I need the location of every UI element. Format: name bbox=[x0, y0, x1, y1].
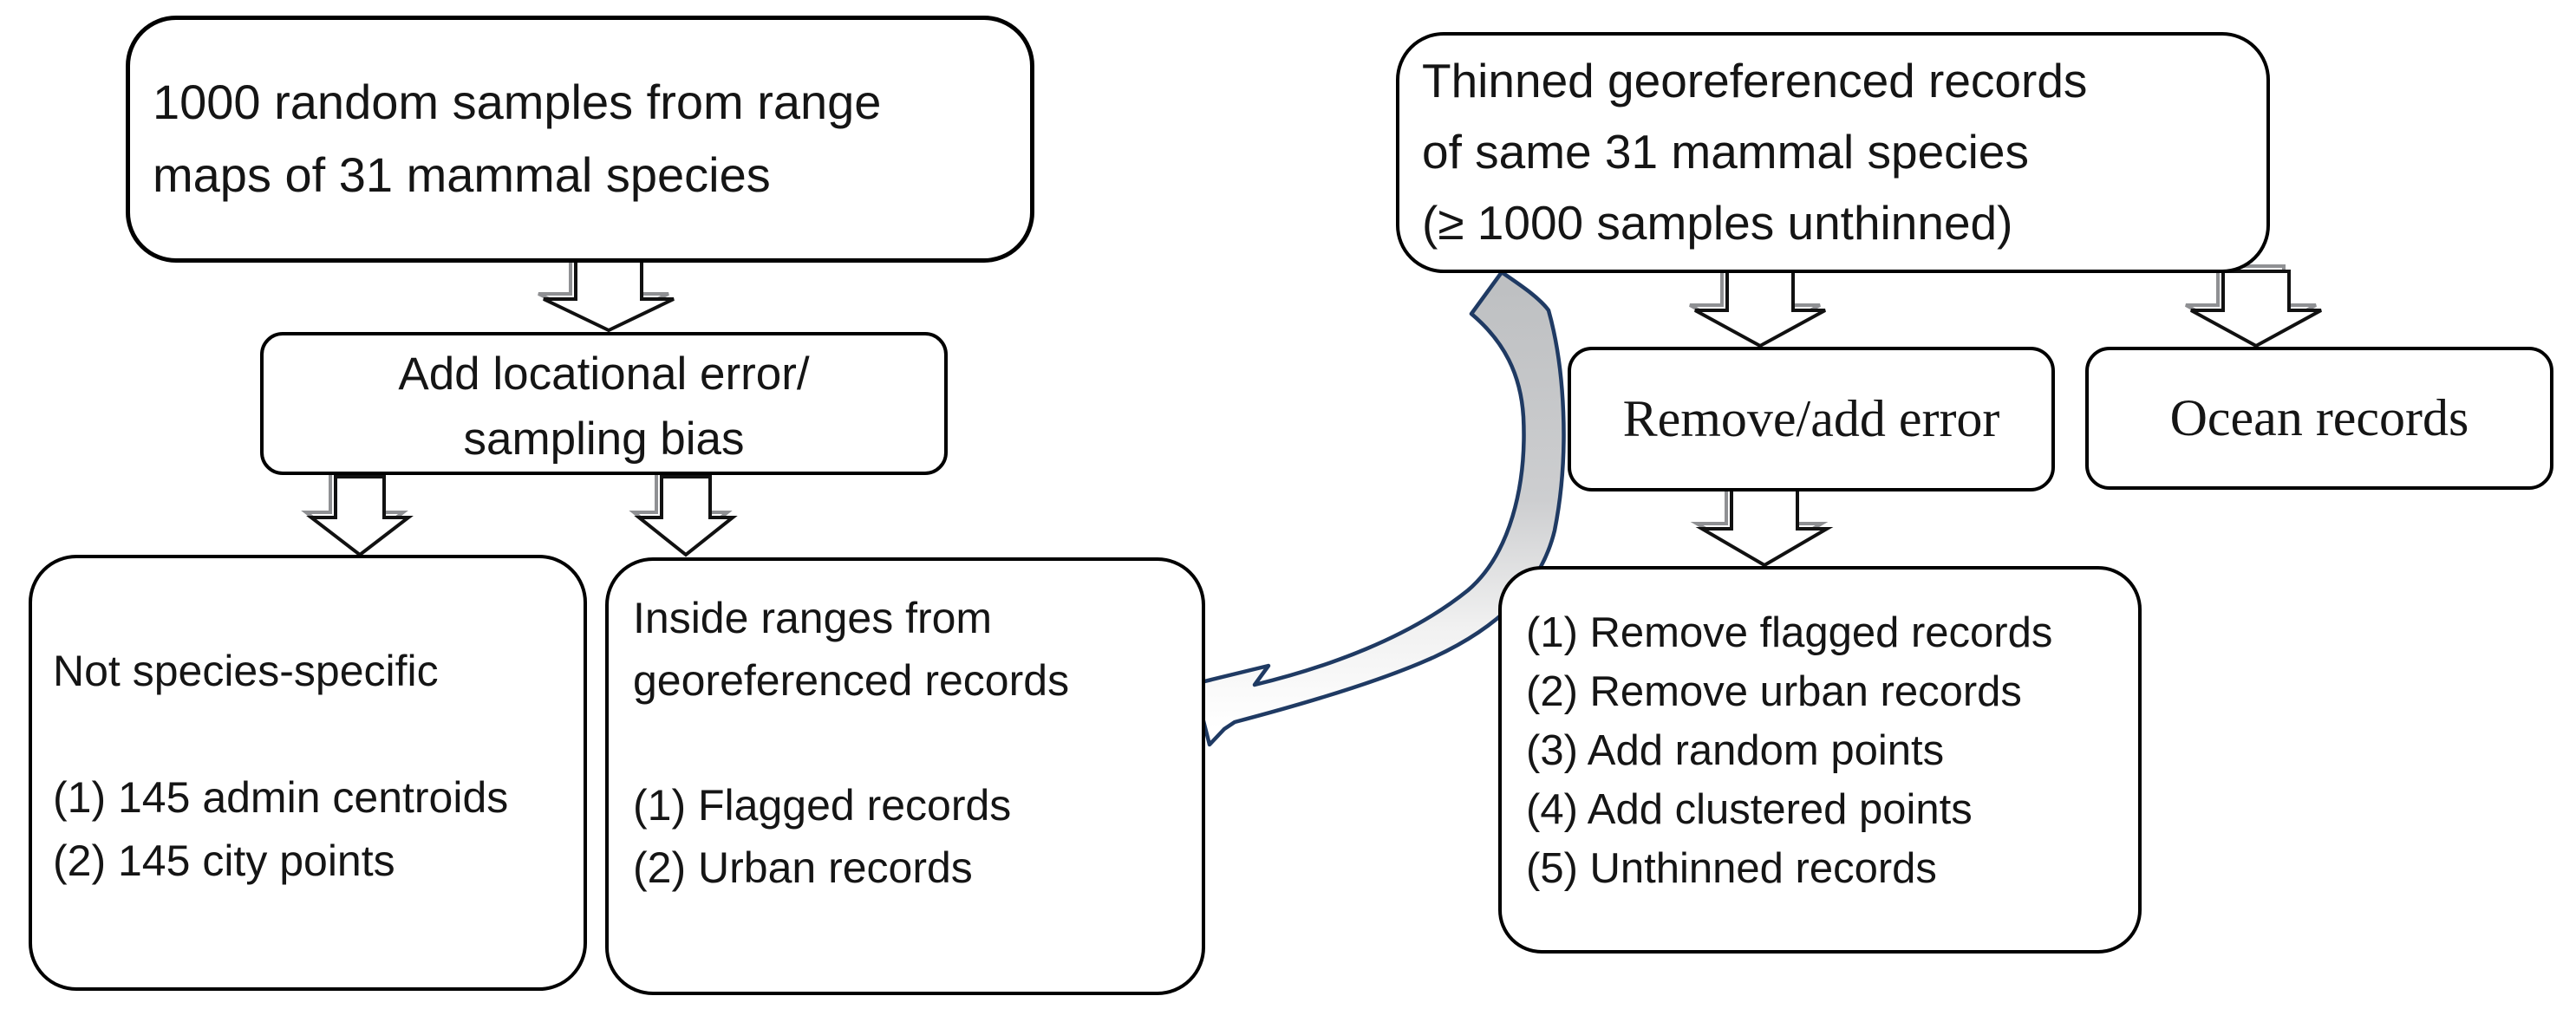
box-inside-ranges-title: Inside ranges from bbox=[633, 594, 993, 642]
box-treatments-list: (1) Remove flagged records (2) Remove ur… bbox=[1498, 566, 2142, 954]
spacer-line bbox=[633, 712, 1202, 774]
box-inside-ranges-item: (2) Urban records bbox=[633, 843, 973, 892]
box-treatments-item: (2) Remove urban records bbox=[1526, 668, 2022, 715]
box-not-species-specific-title: Not species-specific bbox=[53, 647, 439, 695]
box-treatments-item: (4) Add clustered points bbox=[1526, 786, 1973, 833]
box-inside-ranges-title: georeferenced records bbox=[633, 656, 1070, 705]
box-random-samples-line: 1000 random samples from range bbox=[153, 75, 882, 129]
arrow-thinned-to-ocean bbox=[2185, 264, 2322, 348]
curved-arrow-thinned-to-insideranges bbox=[1191, 270, 1566, 747]
box-not-species-specific-item: (1) 145 admin centroids bbox=[53, 773, 509, 822]
box-not-species-specific-item: (2) 145 city points bbox=[53, 836, 395, 885]
box-treatments-item: (1) Remove flagged records bbox=[1526, 609, 2053, 656]
box-ocean-records: Ocean records bbox=[2085, 347, 2553, 490]
box-treatments-item: (3) Add random points bbox=[1526, 727, 1945, 774]
box-remove-add-error-label: Remove/add error bbox=[1622, 390, 2000, 447]
spacer-line bbox=[53, 703, 584, 766]
box-thinned-records: Thinned georeferenced records of same 31… bbox=[1396, 32, 2270, 273]
box-add-locational-error: Add locational error/ sampling bias bbox=[260, 332, 948, 475]
box-random-samples: 1000 random samples from range maps of 3… bbox=[126, 16, 1034, 263]
box-thinned-records-line: of same 31 mammal species bbox=[1422, 125, 2029, 179]
arrow-removeadd-to-treatments bbox=[1690, 483, 1834, 568]
box-random-samples-line: maps of 31 mammal species bbox=[153, 147, 771, 202]
box-ocean-records-label: Ocean records bbox=[2169, 389, 2469, 446]
box-not-species-specific: Not species-specific (1) 145 admin centr… bbox=[29, 555, 587, 991]
arrow-thinned-to-removeadd bbox=[1689, 264, 1826, 348]
box-thinned-records-line: Thinned georeferenced records bbox=[1422, 54, 2088, 107]
box-add-locational-error-line: sampling bias bbox=[463, 413, 745, 465]
arrow-adderror-to-notspecific bbox=[301, 470, 414, 557]
arrow-samples-to-adderror bbox=[538, 253, 675, 333]
box-remove-add-error: Remove/add error bbox=[1568, 347, 2055, 491]
box-thinned-records-line: (≥ 1000 samples unthinned) bbox=[1422, 196, 2013, 250]
box-add-locational-error-line: Add locational error/ bbox=[398, 348, 810, 400]
box-inside-ranges: Inside ranges from georeferenced records… bbox=[605, 557, 1205, 995]
arrow-adderror-to-insideranges bbox=[629, 470, 738, 557]
box-treatments-item: (5) Unthinned records bbox=[1526, 845, 1937, 892]
box-inside-ranges-item: (1) Flagged records bbox=[633, 781, 1012, 830]
